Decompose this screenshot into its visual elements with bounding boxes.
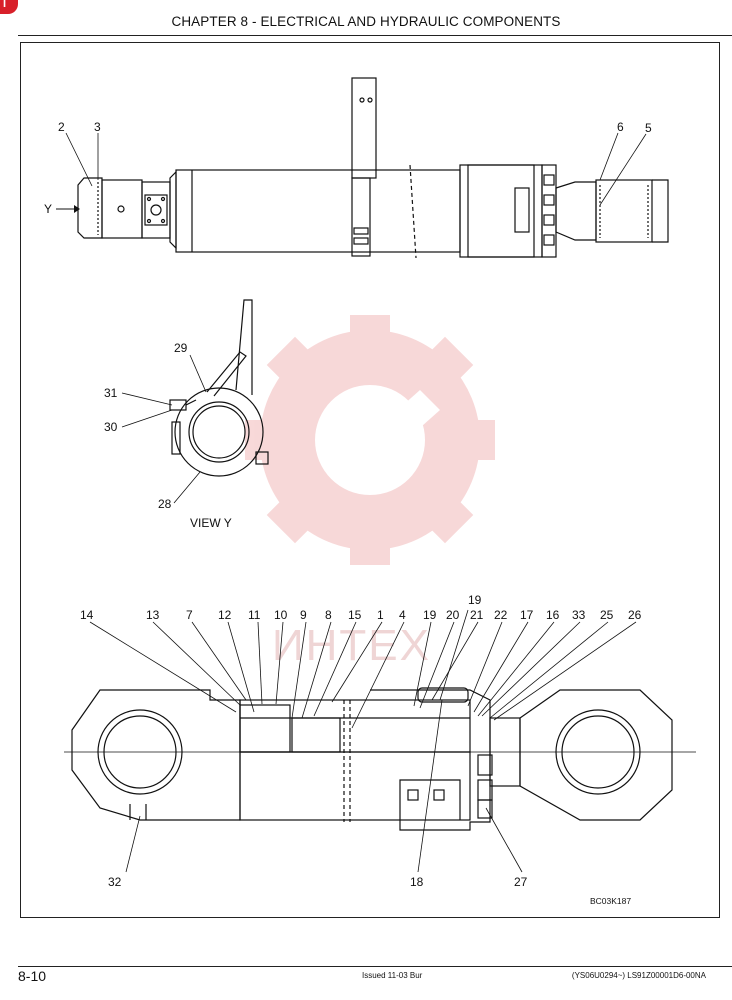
issued-info: Issued 11-03 Bur — [362, 971, 423, 980]
callout-20: 20 — [446, 608, 460, 622]
callout-7: 7 — [186, 608, 193, 622]
callout-31: 31 — [104, 386, 118, 400]
callout-21: 21 — [470, 608, 484, 622]
top-view-cylinder — [77, 77, 669, 259]
section-view-drawing — [64, 687, 696, 831]
section-callouts-top: 14 13 7 12 11 10 9 8 15 1 4 19 20 21 22 … — [80, 608, 642, 622]
callout-15: 15 — [348, 608, 362, 622]
callout-18: 18 — [410, 875, 424, 889]
top-leaders — [65, 132, 647, 206]
page-header-title: CHAPTER 8 - ELECTRICAL AND HYDRAULIC COM… — [171, 14, 561, 29]
callout-33: 33 — [572, 608, 586, 622]
callout-3: 3 — [94, 120, 101, 134]
callout-6: 6 — [617, 120, 624, 134]
callout-32: 32 — [108, 875, 122, 889]
view-y-label: VIEW Y — [190, 516, 232, 530]
callout-22: 22 — [494, 608, 508, 622]
callout-12: 12 — [218, 608, 232, 622]
callout-25: 25 — [600, 608, 614, 622]
header-rule — [18, 35, 732, 36]
callout-4: 4 — [399, 608, 406, 622]
callout-16: 16 — [546, 608, 560, 622]
callout-17: 17 — [520, 608, 534, 622]
callout-1: 1 — [377, 608, 384, 622]
callout-11: 11 — [248, 608, 261, 622]
callout-19-upper: 19 — [468, 593, 482, 607]
watermark — [245, 315, 495, 565]
y-arrow — [56, 205, 80, 213]
footer-rule — [18, 966, 732, 967]
corner-marker: I — [0, 0, 18, 14]
y-arrow-label: Y — [44, 202, 52, 216]
watermark-text: ИНТЕХ — [272, 621, 431, 670]
callout-10: 10 — [274, 608, 288, 622]
figure-code: BC03K187 — [590, 896, 631, 906]
callout-30: 30 — [104, 420, 118, 434]
callout-2: 2 — [58, 120, 65, 134]
callout-19: 19 — [423, 608, 437, 622]
callout-13: 13 — [146, 608, 160, 622]
view-y-leaders — [121, 354, 207, 504]
callout-27: 27 — [514, 875, 528, 889]
callout-26: 26 — [628, 608, 642, 622]
section-leaders — [89, 609, 637, 873]
document-code: (YS06U0294~) LS91Z00001D6-00NA — [571, 971, 706, 980]
callout-8: 8 — [325, 608, 332, 622]
callout-29: 29 — [174, 341, 188, 355]
callout-5: 5 — [645, 121, 652, 135]
callout-14: 14 — [80, 608, 94, 622]
callout-9: 9 — [300, 608, 307, 622]
figure-frame — [20, 42, 720, 918]
callout-28: 28 — [158, 497, 172, 511]
view-y-drawing — [169, 299, 269, 477]
page-number: 8-10 — [18, 968, 47, 984]
